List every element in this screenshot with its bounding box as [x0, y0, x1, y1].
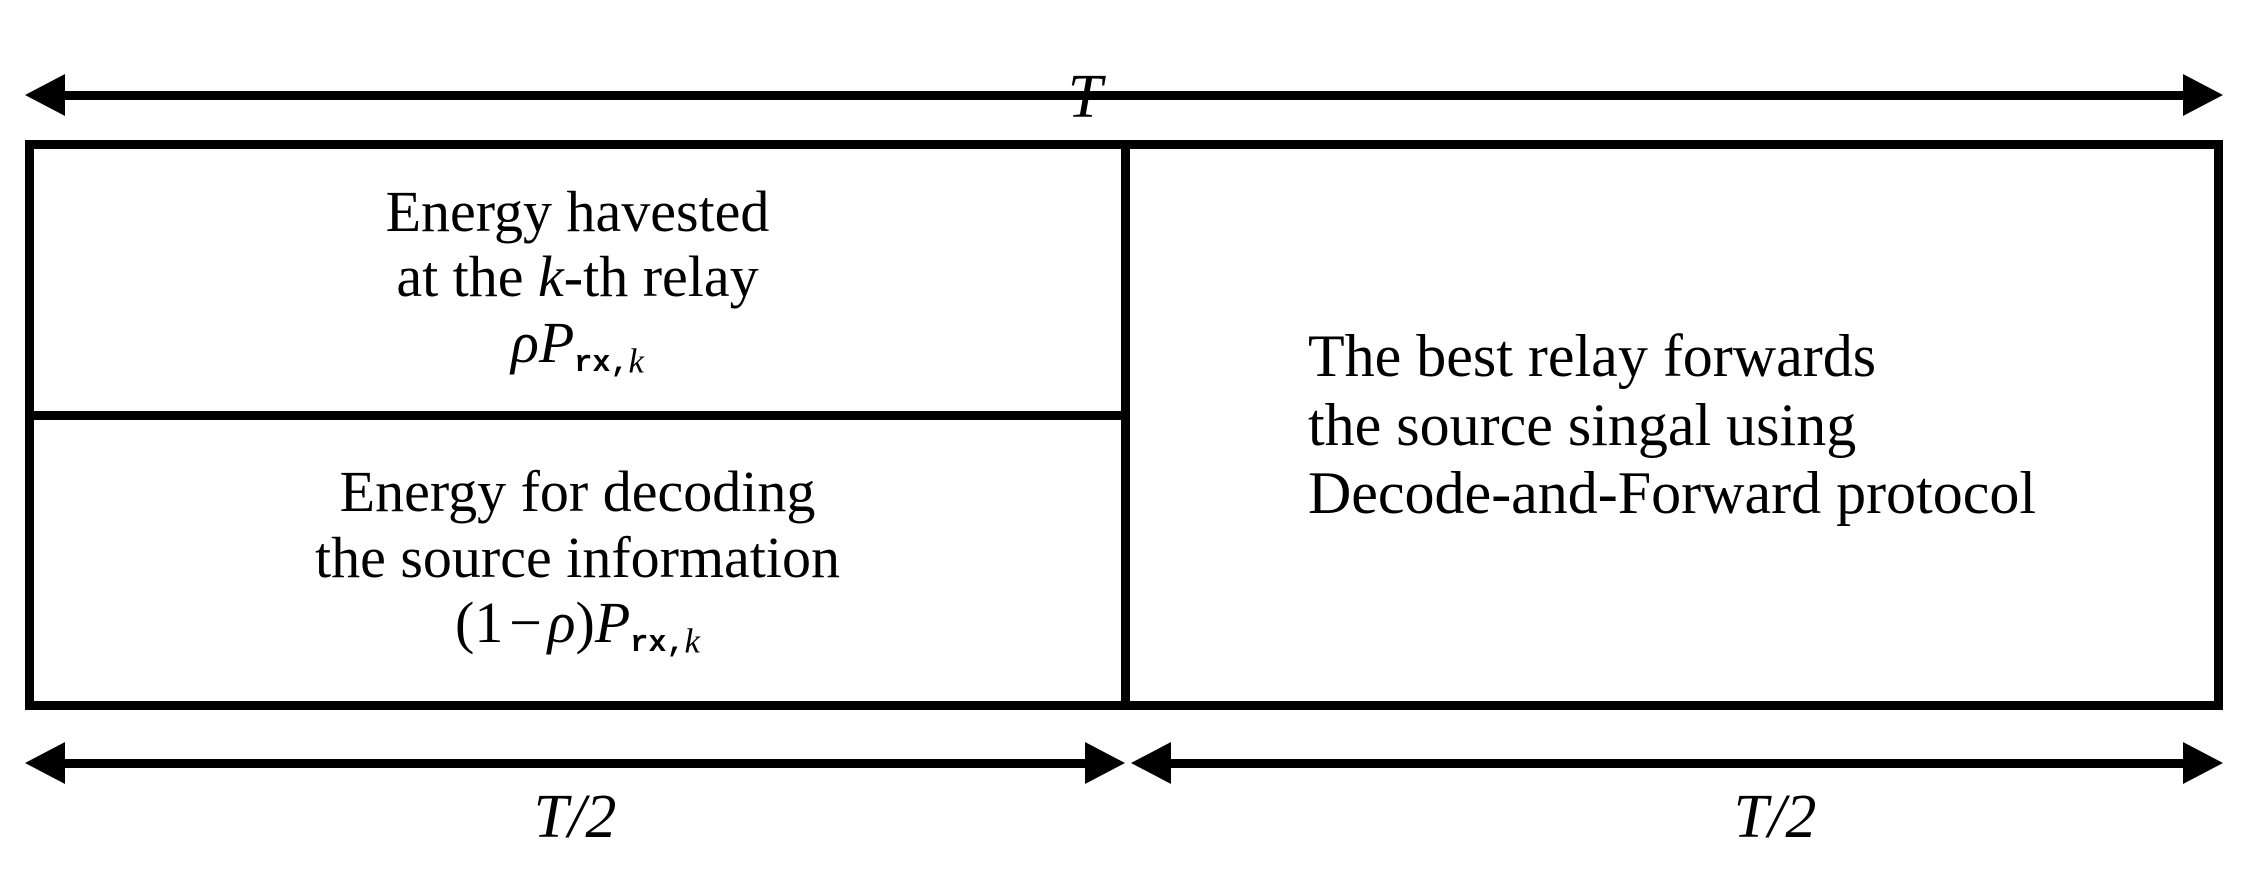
arrow-line: [1171, 758, 2183, 768]
arrowhead-right-icon: [2183, 74, 2223, 116]
decoding-power-formula: (1−ρ)Prx,k: [315, 590, 840, 661]
relay-forwarding-line-3: Decode-and-Forward protocol: [1307, 460, 2037, 527]
relay-index-symbol: k: [538, 244, 564, 310]
frame-box: Energy havested at the k-th relay ρPrx,k…: [25, 140, 2223, 710]
first-half-slot-column: Energy havested at the k-th relay ρPrx,k…: [34, 149, 1130, 701]
open-paren: (: [455, 590, 475, 656]
relay-line-prefix: at the: [396, 244, 539, 310]
subscript-rx: rx,: [574, 347, 629, 382]
received-power-symbol: P: [538, 309, 575, 375]
first-half-slot-arrow: [25, 742, 1125, 784]
arrowhead-left-icon: [25, 74, 65, 116]
energy-harvesting-line-2: at the k-th relay: [386, 244, 770, 310]
numeral-one: 1: [474, 590, 504, 656]
total-frame-duration-arrow: T: [25, 66, 2223, 128]
received-power-symbol: P: [594, 590, 631, 656]
energy-harvesting-cell: Energy havested at the k-th relay ρPrx,k: [34, 149, 1121, 420]
close-paren: ): [575, 590, 595, 656]
relay-forwarding-cell: The best relay forwards the source singa…: [1130, 149, 2214, 701]
subscript-rx: rx,: [630, 627, 685, 662]
minus-operator: −: [509, 590, 542, 656]
relay-forwarding-line-1: The best relay forwards: [1307, 323, 1877, 390]
harvested-power-formula: ρPrx,k: [386, 310, 770, 381]
subscript-k: k: [628, 341, 644, 381]
arrowhead-left-icon: [1131, 742, 1171, 784]
total-duration-label: T: [1067, 63, 1103, 131]
arrow-line: [65, 90, 2183, 100]
energy-harvesting-line-1: Energy havested: [385, 178, 770, 244]
arrowhead-right-icon: [1085, 742, 1125, 784]
rho-symbol: ρ: [510, 309, 539, 375]
second-half-slot-label: T/2: [1733, 783, 1817, 851]
decoding-energy-text: Energy for decoding the source informati…: [315, 459, 840, 661]
decoding-energy-line-1: Energy for decoding: [339, 459, 816, 525]
energy-harvesting-text: Energy havested at the k-th relay ρPrx,k: [386, 179, 770, 381]
first-half-slot-label: T/2: [533, 783, 617, 851]
arrow-line: [65, 758, 1085, 768]
decoding-energy-cell: Energy for decoding the source informati…: [34, 420, 1121, 701]
relay-forwarding-line-2: the source singal using: [1307, 391, 1857, 458]
rho-symbol: ρ: [547, 590, 576, 656]
second-half-slot-arrow: [1131, 742, 2223, 784]
arrowhead-left-icon: [25, 742, 65, 784]
relay-line-suffix: -th relay: [563, 244, 759, 310]
arrowhead-right-icon: [2183, 742, 2223, 784]
relay-forwarding-text: The best relay forwards the source singa…: [1308, 322, 2036, 527]
subscript-k: k: [684, 621, 700, 661]
decoding-energy-line-2: the source information: [314, 524, 841, 590]
